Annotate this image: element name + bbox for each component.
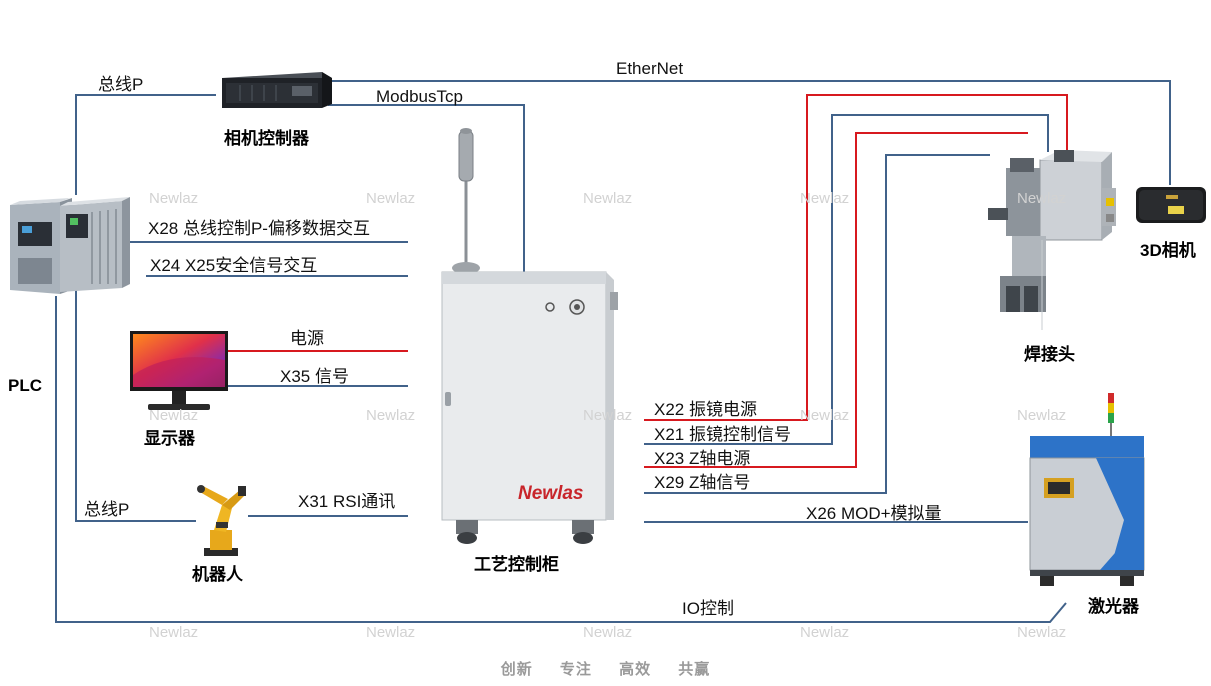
modbus-label: ModbusTcp — [376, 87, 463, 106]
watermark: Newlaz — [149, 407, 199, 424]
slogan-word: 专注 — [559, 661, 592, 678]
ethernet-line — [328, 80, 1171, 185]
watermark: Newlaz — [583, 190, 633, 207]
bus-p-top-label: 总线P — [98, 75, 144, 94]
x29-line — [644, 154, 990, 494]
watermark: Newlaz — [366, 624, 416, 641]
robot-label: 机器人 — [192, 565, 243, 584]
bus-p-bottom-line — [75, 288, 196, 522]
watermark: Newlaz — [583, 624, 633, 641]
bus-p-bottom-label: 总线P — [84, 500, 130, 519]
plc-label: PLC — [8, 376, 42, 395]
slogan-word: 创新 — [500, 661, 533, 678]
cabinet-logo: Newlas — [518, 483, 584, 504]
display-label: 显示器 — [144, 429, 195, 448]
x31-label: X31 RSI通讯 — [298, 492, 396, 511]
x29-label: X29 Z轴信号 — [654, 473, 751, 492]
x21-label: X21 振镜控制信号 — [654, 425, 791, 444]
plc-device — [10, 197, 130, 294]
modbus-line — [328, 104, 525, 272]
x21-line — [644, 114, 1049, 445]
watermark: Newlaz — [149, 624, 199, 641]
x26-label: X26 MOD+模拟量 — [806, 504, 942, 523]
robot-device — [197, 485, 246, 556]
slogan: 创新 专注 高效 共赢 — [0, 658, 1211, 679]
cabinet-device — [441, 128, 618, 544]
x22-label: X22 振镜电源 — [654, 400, 757, 419]
laser-device — [1029, 393, 1145, 586]
io-line — [55, 296, 1067, 623]
watermark: Newlaz — [366, 407, 416, 424]
slogan-word: 高效 — [619, 661, 652, 678]
weld-head-label: 焊接头 — [1024, 345, 1075, 364]
camera-3d-label: 3D相机 — [1140, 241, 1196, 260]
x35-label: X35 信号 — [280, 367, 349, 386]
x24-label: X24 X25安全信号交互 — [150, 256, 318, 275]
watermark: Newlaz — [1017, 407, 1067, 424]
camera-controller-label: 相机控制器 — [224, 129, 309, 148]
camera-3d-device — [1136, 187, 1206, 223]
watermark: Newlaz — [149, 190, 199, 207]
weld-head-device — [988, 150, 1116, 330]
power-label: 电源 — [290, 329, 324, 348]
x22-line — [644, 94, 1068, 421]
cabinet-label: 工艺控制柜 — [474, 555, 559, 574]
watermark: Newlaz — [800, 190, 850, 207]
watermark: Newlaz — [366, 190, 416, 207]
watermark: Newlaz — [1017, 190, 1067, 207]
x23-label: X23 Z轴电源 — [654, 449, 751, 468]
io-control-label: IO控制 — [682, 599, 734, 618]
camera-controller-device — [222, 72, 332, 108]
connection-lines — [55, 80, 1171, 623]
slogan-word: 共赢 — [678, 661, 711, 678]
watermark: Newlaz — [800, 407, 850, 424]
bus-p-top-line — [75, 94, 216, 195]
x23-line — [644, 132, 1028, 468]
x28-label: X28 总线控制P-偏移数据交互 — [148, 219, 370, 238]
watermark: Newlaz — [800, 624, 850, 641]
ethernet-label: EtherNet — [616, 59, 684, 78]
laser-label: 激光器 — [1088, 597, 1139, 616]
watermark: Newlaz — [1017, 624, 1067, 641]
monitor-device — [130, 331, 228, 410]
watermark: Newlaz — [583, 407, 633, 424]
